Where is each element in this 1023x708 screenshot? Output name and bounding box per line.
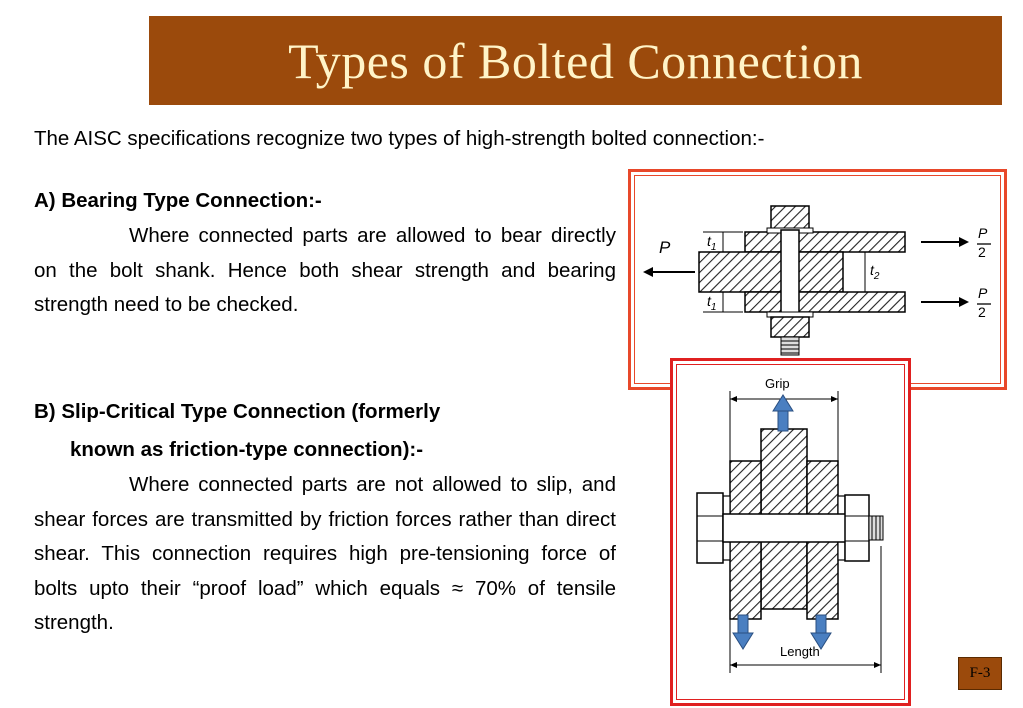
t1-top-label: t1 [707,233,716,253]
half-load-top-num: P [978,225,988,241]
t1-bottom-label: t1 [707,293,716,313]
t2-sub: 2 [873,270,880,282]
bearing-type-paragraph: Where connected parts are allowed to bea… [34,219,616,323]
top-plate [744,231,906,253]
t2-label: t2 [870,262,879,282]
slip-critical-heading-line1: B) Slip-Critical Type Connection (former… [34,400,441,423]
bearing-connection-figure: P t1 t1 t2 P 2 P 2 [628,169,1007,390]
t1-top-sub: 1 [710,241,717,253]
slip-critical-heading-line2: known as friction-type connection):- [70,438,424,461]
title-banner: Types of Bolted Connection [149,16,1002,105]
bolt-nut [770,316,810,338]
t1-top-letter: t [707,233,711,249]
bolt-head [770,205,810,231]
slide-number: F-3 [958,657,1002,690]
slip-critical-paragraph: Where connected parts are not allowed to… [34,468,616,641]
right-outer-plate [806,460,839,620]
bolt-head [696,492,724,564]
bolt-shank [780,229,800,335]
bottom-plate [744,291,906,313]
grip-label: Grip [765,376,790,391]
half-load-bottom-num: P [978,285,988,301]
middle-plate [698,251,844,293]
t1-bottom-letter: t [707,293,711,309]
slide-title: Types of Bolted Connection [288,32,863,89]
left-outer-plate [729,460,762,620]
bearing-type-heading: A) Bearing Type Connection:- [34,189,322,212]
slip-critical-figure: Grip Length [670,358,911,706]
t1-bottom-sub: 1 [710,301,717,313]
load-label-p: P [659,238,671,257]
slip-critical-body: Where connected parts are not allowed to… [34,473,616,634]
t2-letter: t [870,262,874,278]
bearing-type-body: Where connected parts are allowed to bea… [34,224,616,316]
half-load-top-den: 2 [978,244,986,260]
bolt-nut [844,494,870,562]
center-plate [760,428,808,610]
length-label: Length [780,644,820,659]
intro-text: The AISC specifications recognize two ty… [34,127,765,150]
bolt-shank [722,513,854,543]
half-load-bottom-den: 2 [978,304,986,320]
